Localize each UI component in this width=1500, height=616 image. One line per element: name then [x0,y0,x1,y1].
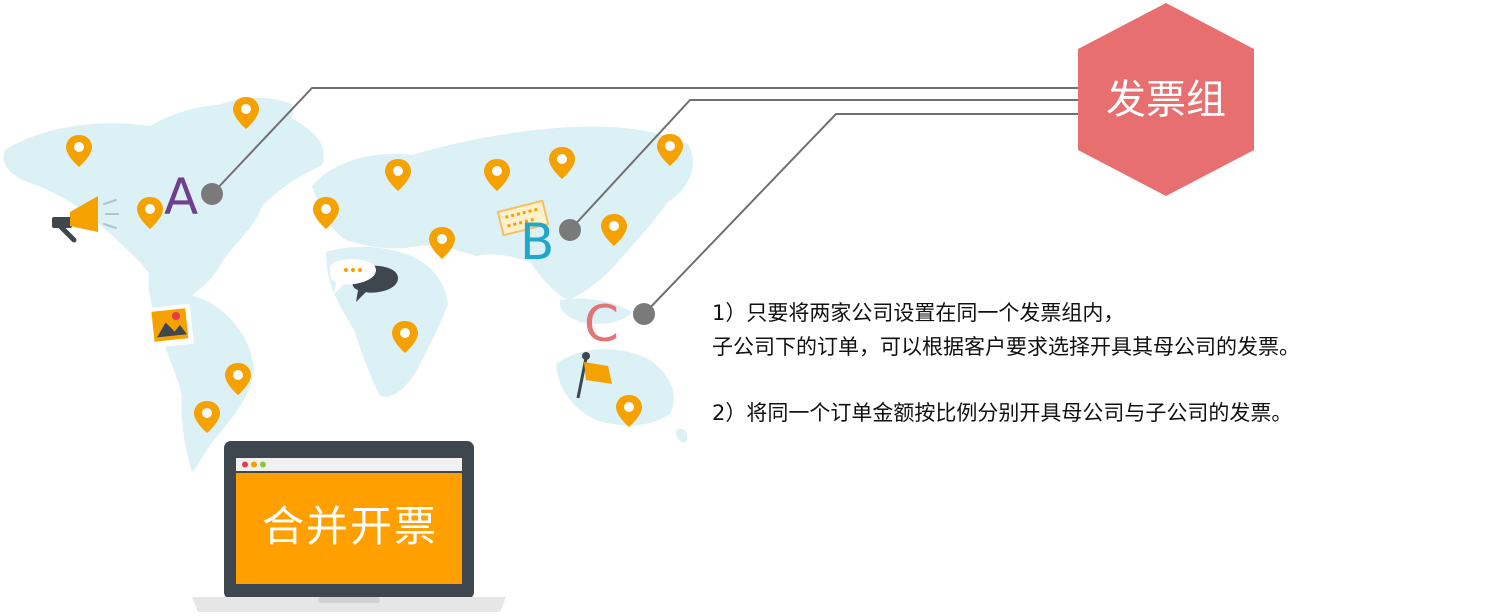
company-c-label: C [584,295,619,353]
world-map [3,97,694,472]
laptop-screen-title: 合并开票 [261,502,438,551]
ticket-icon [496,199,550,237]
connector-dots [201,183,655,325]
description-item-2: 2）将同一个订单金额按比例分别开具母公司与子公司的发票。 [712,401,1293,425]
description-item-1-line-1: 1）只要将两家公司设置在同一个发票组内， [712,301,1125,325]
connector-b [569,99,1090,231]
dot-b [559,219,581,241]
invoice-group-label: 发票组 [1106,77,1226,123]
flag-icon [576,352,612,399]
continent-australia [556,349,674,426]
invoice-group-hexagon [1078,3,1254,196]
connector-a [211,87,1090,195]
description-item-1-line-2: 子公司下的订单，可以根据客户要求选择开具其母公司的发票。 [712,335,1300,359]
map-pin-icon [429,227,455,259]
dot-a [201,183,223,205]
description-item-1: 1）只要将两家公司设置在同一个发票组内， 子公司下的订单，可以根据客户要求选择开… [712,296,1300,364]
connector-lines [211,87,1090,315]
dot-c [633,303,655,325]
connector-c [643,113,1090,315]
continent-southeast-asia [559,298,632,324]
company-b-label: B [520,213,555,271]
continent-new-zealand [676,428,688,443]
photo-icon [146,303,194,349]
laptop-icon [192,441,506,612]
chat-bubbles-icon [330,259,398,302]
megaphone-icon [52,196,119,243]
company-a-label: A [164,168,199,226]
